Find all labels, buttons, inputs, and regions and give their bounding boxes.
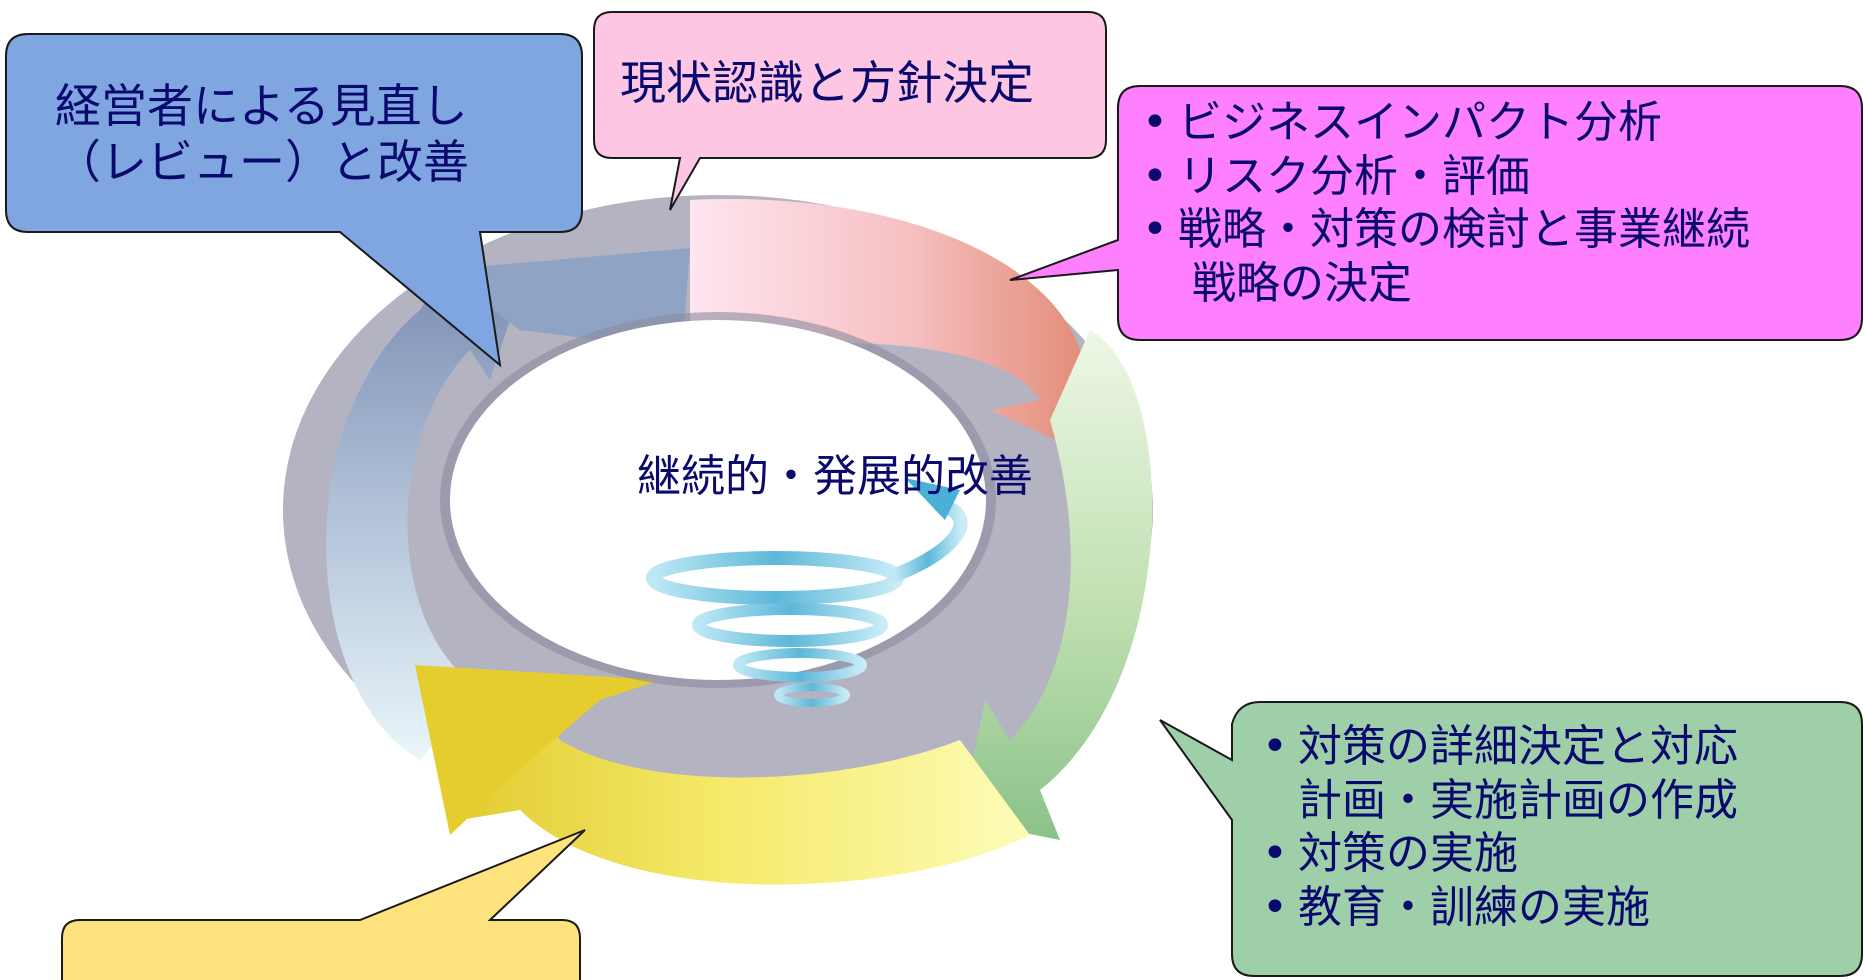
spiral-arrow-head-icon xyxy=(905,478,960,520)
implementation-item-3: 教育・訓練の実施 xyxy=(1250,881,1860,935)
callout-analysis-text: ビジネスインパクト分析 リスク分析・評価 戦略・対策の検討と事業継続 戦略の決定 xyxy=(1130,96,1860,311)
callout-implementation-text: 対策の詳細決定と対応 計画・実施計画の作成 対策の実施 教育・訓練の実施 xyxy=(1250,720,1860,935)
arrow-left-head xyxy=(440,248,690,380)
callout-review-line-1: 経営者による見直し xyxy=(55,79,468,133)
callout-review-box xyxy=(5,33,583,368)
callout-review-line-2: （レビュー）と改善 xyxy=(55,135,469,190)
callout-policy-box xyxy=(593,11,1107,211)
analysis-item-2: リスク分析・評価 xyxy=(1130,150,1860,204)
analysis-item-3-continued: 戦略の決定 xyxy=(1192,258,1412,310)
arrow-right-segment xyxy=(960,330,1153,840)
implementation-item-1: 対策の詳細決定と対応 xyxy=(1250,720,1860,774)
arrow-top-segment xyxy=(690,199,1125,450)
arrow-bottom-head xyxy=(415,665,660,835)
arrow-bottom-segment xyxy=(420,680,1030,885)
spiral-icon xyxy=(646,498,968,707)
center-label: 継続的・発展的改善 xyxy=(637,451,1033,502)
implementation-item-1-continued: 計画・実施計画の作成 xyxy=(1298,774,1738,826)
analysis-item-1: ビジネスインパクト分析 xyxy=(1130,96,1860,150)
implementation-item-2: 対策の実施 xyxy=(1250,827,1860,881)
callout-review-text: 経営者による見直し （レビュー）と改善 xyxy=(55,78,575,190)
arrow-left-segment xyxy=(326,280,520,760)
callout-policy-text: 現状認識と方針決定 xyxy=(620,56,1034,110)
callout-bottom-box xyxy=(61,829,586,980)
analysis-item-3: 戦略・対策の検討と事業継続 xyxy=(1130,203,1860,257)
